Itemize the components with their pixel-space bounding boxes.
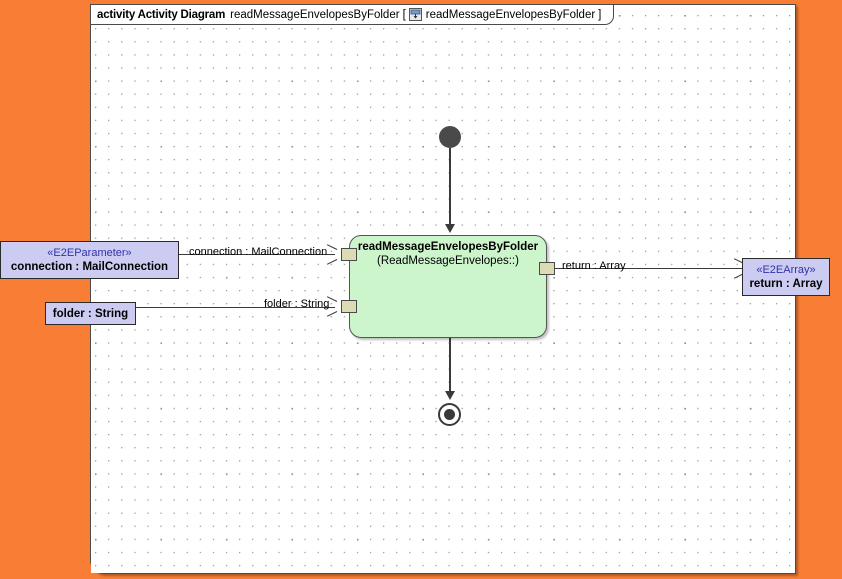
control-flow-final-arrowhead bbox=[445, 391, 455, 400]
parameter-node-folder[interactable]: folder : String bbox=[45, 302, 136, 325]
connection-input-pin[interactable] bbox=[341, 248, 357, 261]
object-flow-folder-line[interactable] bbox=[136, 307, 335, 309]
activity-diagram-frame[interactable] bbox=[90, 4, 796, 574]
frame-bracket-open: [ bbox=[402, 8, 406, 21]
object-flow-folder-label: folder : String bbox=[264, 298, 330, 310]
parameter-node-connection-stereotype: «E2EParameter» bbox=[47, 247, 132, 259]
activity-final-node[interactable] bbox=[438, 403, 461, 426]
activity-diagram-icon bbox=[408, 8, 422, 21]
frame-keyword: activity Activity Diagram bbox=[97, 8, 226, 21]
object-flow-return-label: return : Array bbox=[562, 260, 626, 272]
object-flow-connection-arrowhead bbox=[326, 249, 337, 260]
control-flow-action-to-final[interactable] bbox=[449, 338, 451, 394]
frame-diagram-name: readMessageEnvelopesByFolder bbox=[230, 8, 400, 21]
parameter-node-return[interactable]: «E2EArray» return : Array bbox=[742, 258, 830, 296]
action-node-subtitle: (ReadMessageEnvelopes::) bbox=[377, 255, 519, 267]
parameter-node-connection[interactable]: «E2EParameter» connection : MailConnecti… bbox=[0, 241, 179, 279]
frame-bracket-close: ] bbox=[598, 8, 602, 21]
object-flow-connection-line[interactable] bbox=[179, 254, 335, 256]
object-flow-connection-label: connection : MailConnection bbox=[189, 246, 328, 258]
parameter-node-return-stereotype: «E2EArray» bbox=[756, 264, 816, 276]
parameter-node-connection-name: connection : MailConnection bbox=[10, 261, 169, 273]
frame-qualified-name: readMessageEnvelopesByFolder bbox=[425, 8, 596, 21]
control-flow-initial-arrowhead bbox=[445, 224, 455, 233]
parameter-node-return-name: return : Array bbox=[749, 278, 823, 290]
initial-node[interactable] bbox=[439, 126, 461, 148]
action-node-title: readMessageEnvelopesByFolder bbox=[357, 241, 539, 253]
action-node-read-message-envelopes-by-folder[interactable]: readMessageEnvelopesByFolder (ReadMessag… bbox=[349, 235, 547, 338]
parameter-node-folder-name: folder : String bbox=[52, 307, 129, 320]
return-output-pin[interactable] bbox=[539, 262, 555, 275]
control-flow-initial-to-action[interactable] bbox=[449, 148, 451, 226]
folder-input-pin[interactable] bbox=[341, 300, 357, 313]
diagram-frame-header[interactable]: activity Activity Diagram readMessageEnv… bbox=[90, 4, 615, 25]
object-flow-return-line[interactable] bbox=[555, 268, 742, 270]
